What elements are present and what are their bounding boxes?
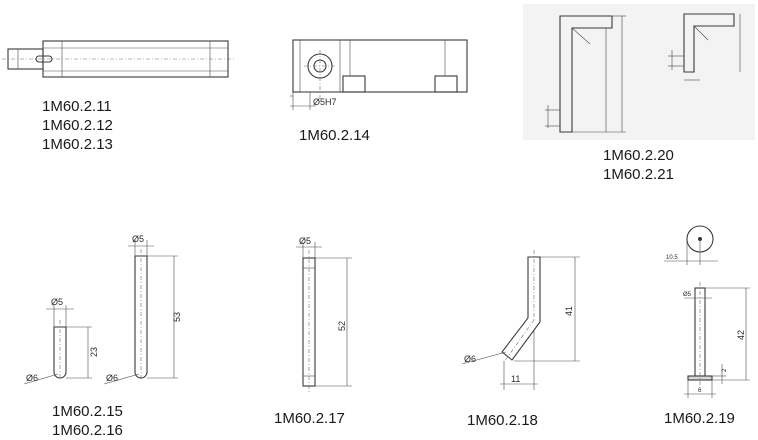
dim-dia-17: Ø5 (299, 236, 311, 246)
caption-1m60-2-14: 1M60.2.14 (299, 126, 370, 145)
dim-dia-15: Ø5 (51, 297, 63, 307)
caption-line: 1M60.2.19 (664, 410, 735, 427)
bent-pin-drawing-1m60-2-18: 41 11 Ø6 (461, 250, 580, 390)
dim-width-19: 6 (698, 388, 702, 394)
shaft-drawing-1m60-2-11 (2, 40, 234, 78)
caption-1m60-2-15: 1M60.2.15 1M60.2.16 (52, 402, 123, 440)
dim-flange-19: 2 (722, 368, 728, 372)
dim-len-19: 42 (736, 330, 746, 340)
pin-drawing-1m60-2-15: Ø5 23 Ø6 (23, 297, 99, 385)
dim-offset-18: 11 (511, 374, 520, 384)
caption-line: 1M60.2.18 (467, 412, 538, 429)
pin-drawing-1m60-2-16: Ø5 53 Ø6 (103, 234, 182, 385)
caption-1m60-2-18: 1M60.2.18 (467, 411, 538, 430)
dim-dia-16: Ø5 (132, 234, 144, 244)
caption-line: 1M60.2.11 (42, 98, 112, 115)
dim-head-19: 10.5 (666, 255, 678, 261)
dim-end-18: Ø6 (464, 354, 476, 364)
dim-dia-19: Ø5 (683, 292, 692, 298)
caption-line: 1M60.2.20 (603, 147, 674, 164)
caption-line: 1M60.2.21 (603, 166, 674, 183)
caption-1m60-2-17: 1M60.2.17 (274, 409, 345, 428)
flanged-pin-drawing-1m60-2-19: 10.5 Ø5 42 2 6 (664, 225, 750, 398)
dim-len-18: 41 (564, 306, 574, 316)
caption-1m60-2-20: 1M60.2.20 1M60.2.21 (603, 146, 674, 184)
caption-line: 1M60.2.17 (274, 410, 345, 427)
dim-bore-14: Ø5H7 (313, 97, 337, 107)
block-drawing-1m60-2-14: Ø5H7 (290, 39, 468, 110)
caption-line: 1M60.2.14 (299, 127, 370, 144)
bracket-drawing-1m60-2-20 (523, 4, 755, 140)
dim-end-16: Ø6 (106, 373, 118, 383)
dim-len-17: 52 (337, 321, 347, 331)
caption-line: 1M60.2.15 (52, 403, 123, 420)
caption-line: 1M60.2.12 (42, 117, 113, 134)
dim-end-15: Ø6 (26, 373, 38, 383)
caption-line: 1M60.2.16 (52, 422, 123, 439)
dim-len-15: 23 (89, 347, 99, 357)
dim-len-16: 53 (172, 312, 182, 322)
caption-1m60-2-11: 1M60.2.11 1M60.2.12 1M60.2.13 (42, 97, 113, 154)
caption-1m60-2-19: 1M60.2.19 (664, 409, 735, 428)
pin-drawing-1m60-2-17: Ø5 52 (296, 236, 352, 394)
caption-line: 1M60.2.13 (42, 136, 113, 153)
